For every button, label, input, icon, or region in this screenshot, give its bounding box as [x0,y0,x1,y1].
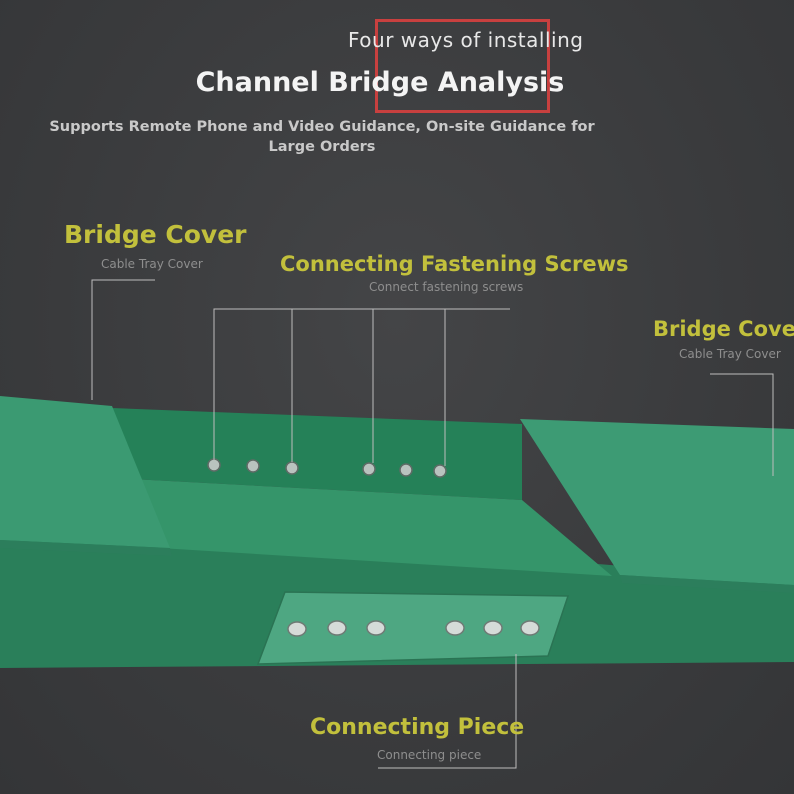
bolt [366,620,386,636]
bolt [445,620,465,636]
tray-floor [112,478,612,576]
left-bridge-cover [0,396,170,548]
sublabel-bridge-cover-left: Cable Tray Cover [101,257,203,271]
tray-side-wall [0,515,794,668]
screw [433,464,447,478]
connecting-piece-plate [256,591,570,665]
plate-bolts [287,620,540,637]
label-bridge-cover-right: Bridge Cover [653,317,794,341]
bolt [287,621,307,637]
fastening-screws [207,458,447,478]
bolt [327,620,347,636]
screw [399,463,413,477]
leader-piece [378,654,517,769]
screw [362,462,376,476]
sublabel-fastening-screws: Connect fastening screws [369,280,524,294]
leader-left-cover [91,279,155,400]
bolt [520,620,540,636]
highlight-frame [375,19,550,113]
sublabel-connecting-piece: Connecting piece [377,748,482,762]
right-bridge-cover [520,419,794,585]
bolt [483,620,503,636]
page-subtitle: Supports Remote Phone and Video Guidance… [49,119,595,155]
leader-screws [213,308,510,460]
right-cover-edge [620,575,794,593]
sublabel-bridge-cover-right: Cable Tray Cover [679,347,781,361]
label-bridge-cover-left: Bridge Cover [64,220,247,249]
page-title: Channel Bridge Analysis [195,67,565,98]
top-caption: Four ways of installing [348,28,584,52]
leader-right-cover [710,373,774,476]
leader-lines [91,279,774,769]
left-cover-edge [0,540,172,556]
label-fastening-screws: Connecting Fastening Screws [280,252,629,276]
screw [285,461,299,475]
screw [246,459,260,473]
screw [207,458,221,472]
label-connecting-piece: Connecting Piece [310,715,525,740]
